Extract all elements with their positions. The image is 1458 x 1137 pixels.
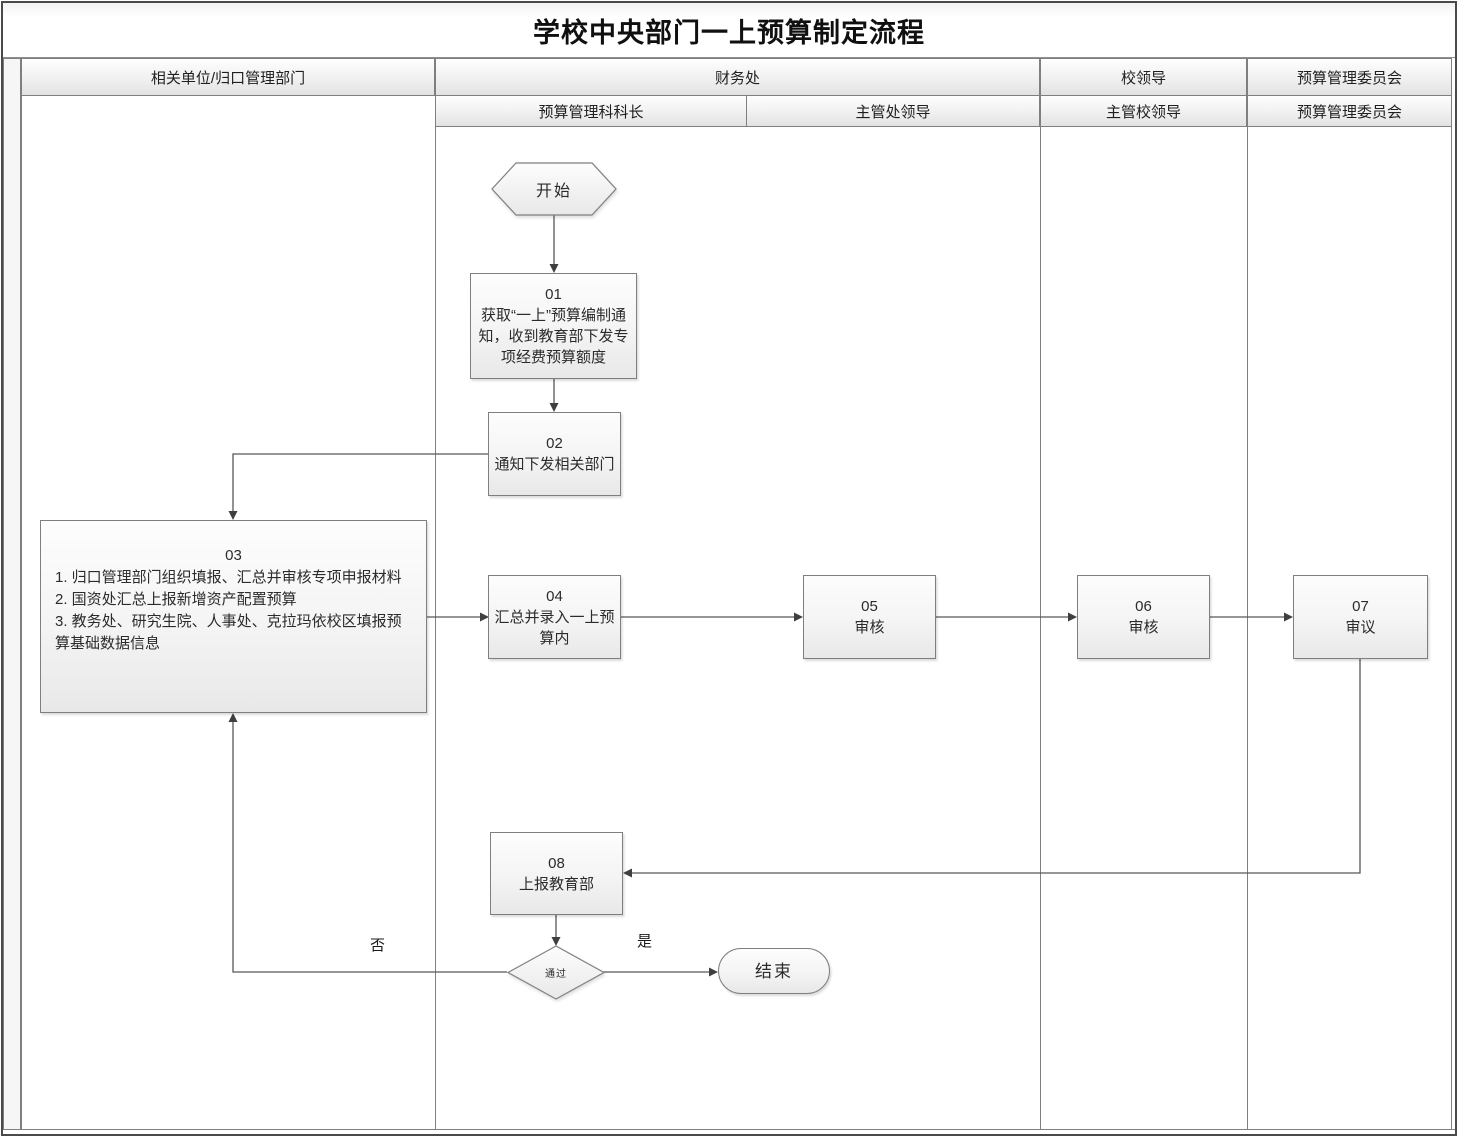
sublane-header-dept-leader: 主管处领导 [746, 95, 1040, 127]
arrowhead [228, 713, 238, 722]
step-item: 2. 国资处汇总上报新增资产配置预算 [55, 591, 297, 608]
step-05-box: 05 审核 [803, 575, 936, 659]
step-number: 03 [225, 547, 242, 564]
end-node: 结束 [718, 948, 830, 994]
step-item: 1. 归口管理部门组织填报、汇总并审核专项申报材料 [55, 569, 402, 586]
step-02-box: 02 通知下发相关部门 [488, 412, 621, 496]
diagram-bottom-border [3, 1129, 1455, 1130]
step-01-box: 01 获取“一上”预算编制通知，收到教育部下发专项经费预算额度 [470, 273, 637, 379]
decision-node: 通过 [545, 969, 567, 980]
lane-header-related-units: 相关单位/归口管理部门 [21, 58, 435, 96]
step-07-box: 07 审议 [1293, 575, 1428, 659]
step-text: 审议 [1345, 619, 1376, 636]
end-label: 结束 [755, 961, 793, 981]
lane-header-finance-office: 财务处 [435, 58, 1040, 96]
step-item: 3. 教务处、研究生院、人事处、克拉玛依校区填报预算基础数据信息 [55, 613, 402, 652]
step-03-box: 03 1. 归口管理部门组织填报、汇总并审核专项申报材料 2. 国资处汇总上报新… [40, 520, 427, 713]
page-title: 学校中央部门一上预算制定流程 [533, 17, 925, 48]
step-text: 审核 [854, 619, 885, 636]
edge-label-yes: 是 [637, 933, 653, 950]
edge-07-to-08 [632, 659, 1361, 874]
step-number: 07 [1352, 598, 1369, 615]
arrowhead [549, 403, 559, 412]
step-text: 通知下发相关部门 [494, 456, 615, 473]
step-number: 05 [861, 598, 878, 615]
arrowhead [623, 868, 632, 878]
sublane-header-label: 主管校领导 [1105, 103, 1181, 121]
left-phase-strip [3, 58, 21, 1130]
step-number: 02 [546, 435, 563, 452]
step-number: 06 [1135, 598, 1152, 615]
step-06-box: 06 审核 [1077, 575, 1210, 659]
sublane-header-school-leader-in-charge: 主管校领导 [1040, 95, 1247, 127]
lane-header-budget-committee: 预算管理委员会 [1247, 58, 1452, 96]
start-node: 开始 [535, 183, 572, 200]
arrowhead [794, 612, 803, 622]
step-number: 04 [546, 587, 563, 605]
sublane-header-label: 预算管理科科长 [538, 103, 644, 121]
step-text: 审核 [1128, 619, 1159, 636]
arrowhead [709, 967, 718, 977]
step-text: 获取“一上”预算编制通知，收到教育部下发专项经费预算额度 [478, 307, 629, 366]
step-text: 上报教育部 [518, 875, 594, 893]
title-bar: 学校中央部门一上预算制定流程 [3, 3, 1455, 58]
lane-header-label: 校领导 [1120, 69, 1166, 87]
arrowhead [228, 511, 238, 520]
step-08-box: 08 上报教育部 [490, 832, 623, 915]
arrowhead [549, 264, 559, 273]
step-text: 汇总并录入一上预算内 [494, 608, 615, 647]
sublane-header-budget-section-chief: 预算管理科科长 [435, 95, 747, 127]
lane-divider [1247, 58, 1248, 1130]
lane-header-label: 财务处 [714, 69, 760, 87]
step-number: 08 [548, 854, 565, 872]
edge-label-no: 否 [370, 937, 386, 954]
edge-02-to-03 [232, 453, 488, 511]
lane-header-label: 相关单位/归口管理部门 [150, 69, 306, 87]
lane-divider [1040, 58, 1041, 1130]
lane-right-border [1451, 58, 1452, 1130]
lane-header-label: 预算管理委员会 [1296, 69, 1402, 87]
lane-divider [435, 58, 436, 1130]
sublane-header-label: 预算管理委员会 [1296, 103, 1402, 121]
lane-divider [21, 58, 22, 1130]
start-node-shape [491, 162, 617, 216]
step-number: 01 [545, 286, 562, 303]
arrowhead [1068, 612, 1077, 622]
step-04-box: 04 汇总并录入一上预算内 [488, 575, 621, 659]
sublane-header-budget-committee: 预算管理委员会 [1247, 95, 1452, 127]
arrowhead [1284, 612, 1293, 622]
lane-header-school-leaders: 校领导 [1040, 58, 1247, 96]
sublane-header-label: 主管处领导 [855, 103, 931, 121]
decision-node-shape [507, 945, 605, 1000]
